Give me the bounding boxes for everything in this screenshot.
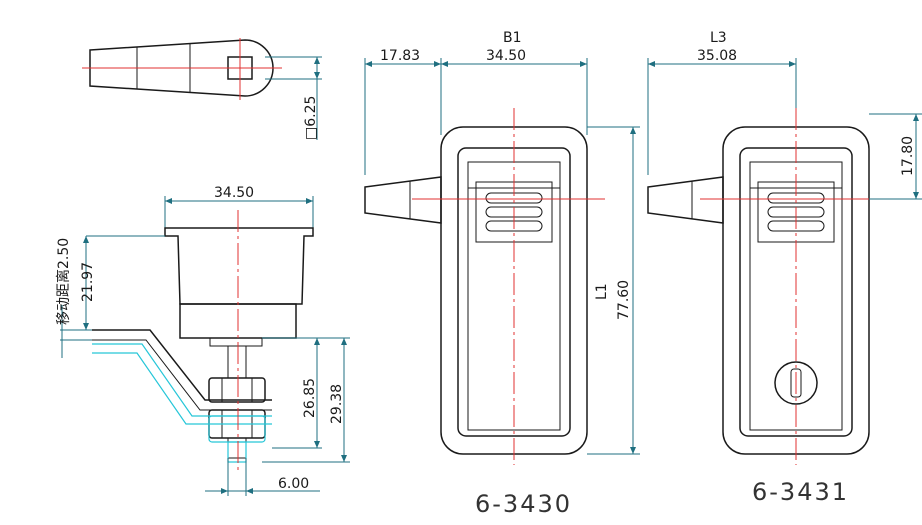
dim-side-width: 34.50 <box>214 185 254 201</box>
side-view <box>60 196 350 496</box>
dim-travel-distance: 移动距离2.50 <box>55 238 72 325</box>
top-view-handle <box>82 38 322 140</box>
dim-right-width: 35.08 <box>697 48 737 64</box>
dim-right-offset: 17.80 <box>900 136 916 176</box>
model-6-3430: 6-3430 <box>475 490 572 518</box>
dim-side-height: 21.97 <box>80 262 96 302</box>
dim-right-width-label: L3 <box>710 30 727 46</box>
dim-side-h1: 26.85 <box>302 378 318 418</box>
dim-front-width: 34.50 <box>486 48 526 64</box>
dim-front-offset: 17.83 <box>380 48 420 64</box>
dim-square-6-25: □6.25 <box>303 96 319 140</box>
dim-front-width-label: B1 <box>503 30 522 46</box>
dim-thread: 6.00 <box>278 476 309 492</box>
dim-front-length-label: L1 <box>594 283 610 300</box>
dim-front-length: 77.60 <box>616 280 632 320</box>
front-view-6-3431 <box>647 58 922 465</box>
front-view-6-3430 <box>364 58 640 465</box>
model-6-3431: 6-3431 <box>752 478 849 506</box>
dim-side-h2: 29.38 <box>329 384 345 424</box>
